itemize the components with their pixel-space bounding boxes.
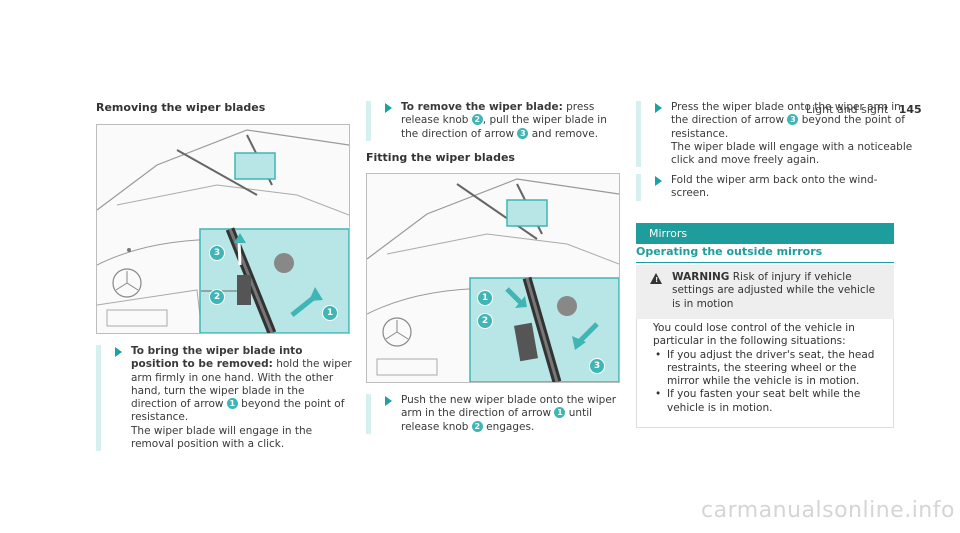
page-header: Light and sight 145 xyxy=(806,103,922,116)
step-press-blade: Press the wiper blade onto the wiper arm… xyxy=(636,101,913,168)
car-illustration-2 xyxy=(367,178,619,382)
step-remove-blade: To remove the wiper blade: press release… xyxy=(366,101,623,141)
step-arrow-icon xyxy=(115,347,122,357)
warning-bullets: If you adjust the driver's seat, the hea… xyxy=(653,349,881,415)
callout-ref-3: 3 xyxy=(787,114,799,126)
callout-ref-2: 2 xyxy=(471,420,483,432)
callout-1: 1 xyxy=(477,286,493,306)
callout-3: 3 xyxy=(589,354,605,374)
warning-intro: You could lose control of the vehicle in… xyxy=(653,322,855,348)
fitting-title: Fitting the wiper blades xyxy=(366,151,515,164)
callout-ref-1: 1 xyxy=(226,398,238,410)
step-arrow-icon xyxy=(655,176,662,186)
callout-3: 3 xyxy=(209,241,225,261)
step-fold-arm: Fold the wiper arm back onto the wind-sc… xyxy=(636,174,913,201)
callout-ref-3: 3 xyxy=(517,127,529,139)
callout-2: 2 xyxy=(477,309,493,329)
figure-fit-wiper: 1 2 3 xyxy=(366,173,620,383)
page-number: 145 xyxy=(898,103,922,116)
warning-text: Risk of injury if vehicle settings are a… xyxy=(672,271,876,310)
callout-2: 2 xyxy=(209,285,225,305)
step-push-blade: Push the new wiper blade onto the wiper … xyxy=(366,394,623,434)
warning-box-body: You could lose control of the vehicle in… xyxy=(636,319,894,428)
warning-box-header: ! WARNING Risk of injury if vehicle sett… xyxy=(636,265,894,319)
callout-1: 1 xyxy=(322,301,338,321)
warning-bullet: If you adjust the driver's seat, the hea… xyxy=(655,349,881,389)
warning-bullet: If you fasten your seat belt while the v… xyxy=(655,388,881,415)
step-arrow-icon xyxy=(385,396,392,406)
step-bold: To bring the wiper blade into position t… xyxy=(131,345,303,371)
step-arrow-icon xyxy=(385,103,392,113)
figure-remove-wiper: 3 2 1 xyxy=(96,124,350,334)
watermark: carmanualsonline.info xyxy=(701,498,955,523)
warning-label: WARNING xyxy=(672,271,730,283)
step-arrow-icon xyxy=(655,103,662,113)
subsection-outside-mirrors: Operating the outside mirrors xyxy=(636,245,894,263)
step-bring-position: To bring the wiper blade into position t… xyxy=(96,345,353,452)
callout-ref-2: 2 xyxy=(471,114,483,126)
callout-ref-1: 1 xyxy=(554,407,566,419)
warning-icon xyxy=(650,273,662,284)
header-section: Light and sight xyxy=(806,103,889,116)
section-banner-mirrors: Mirrors xyxy=(636,223,894,244)
removing-title: Removing the wiper blades xyxy=(96,101,266,114)
